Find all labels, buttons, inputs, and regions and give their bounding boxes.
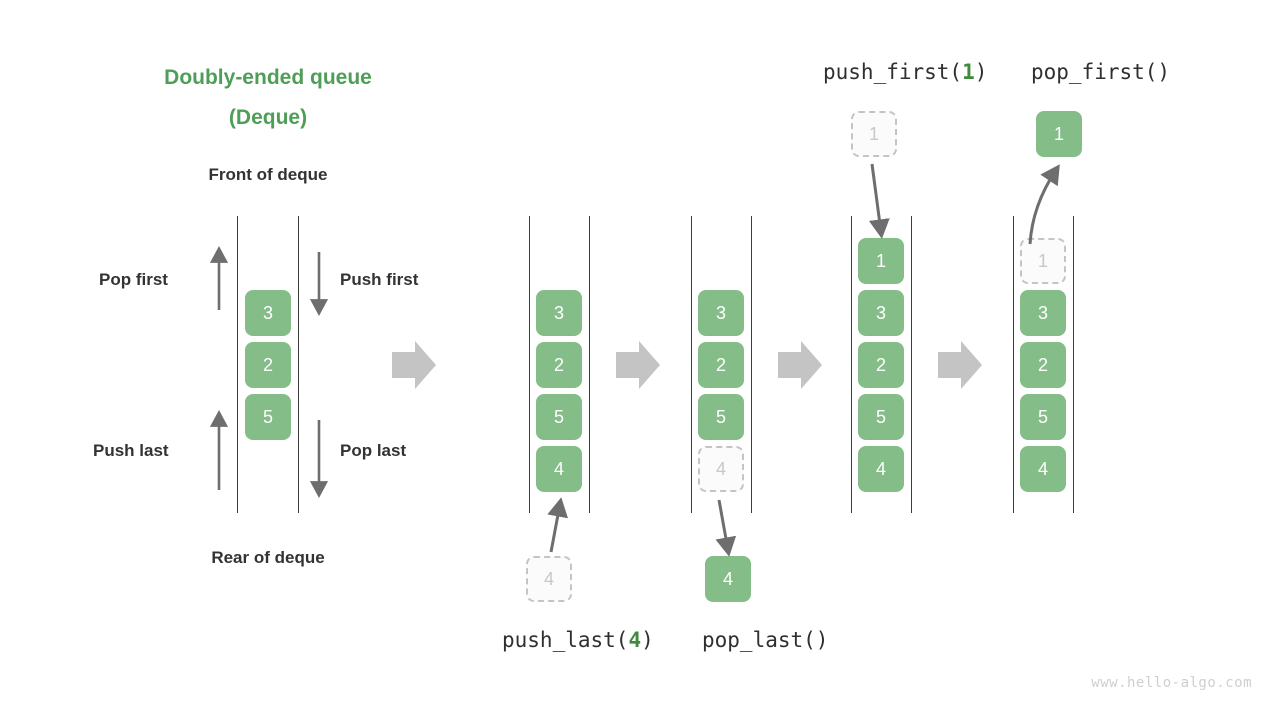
deque-cell: 5 — [858, 394, 904, 440]
deque-cell: 3 — [858, 290, 904, 336]
deque-rail-right — [298, 216, 299, 513]
deque-cell: 2 — [1020, 342, 1066, 388]
diagram-title-line1: Doubly-ended queue — [164, 66, 372, 89]
pop-first-label: Pop first — [99, 270, 168, 289]
push-last-operation-label: push_last(4) — [502, 628, 654, 652]
deque-cell: 1 — [858, 238, 904, 284]
deque-cell: 3 — [245, 290, 291, 336]
push-first-flow-arrow — [868, 163, 890, 239]
pop-last-result-cell: 4 — [705, 556, 751, 602]
deque-rail-left — [529, 216, 530, 513]
deque-cell: 3 — [536, 290, 582, 336]
push-last-op-close: ) — [641, 628, 654, 652]
front-of-deque-label: Front of deque — [208, 165, 328, 184]
deque-cell: 4 — [858, 446, 904, 492]
pop-last-label: Pop last — [340, 441, 407, 460]
deque-cell: 4 — [536, 446, 582, 492]
rear-of-deque-label: Rear of deque — [211, 548, 325, 567]
deque-rail-left — [237, 216, 238, 513]
deque-rail-right — [751, 216, 752, 513]
deque-cell: 2 — [698, 342, 744, 388]
push-last-source-cell: 4 — [526, 556, 572, 602]
deque-cell: 5 — [536, 394, 582, 440]
push-first-source-cell: 1 — [851, 111, 897, 157]
pop-first-operation-label: pop_first() — [1031, 60, 1170, 84]
deque-cell: 3 — [698, 290, 744, 336]
deque-cell: 2 — [245, 342, 291, 388]
deque-rail-right — [589, 216, 590, 513]
push-last-op-arg: 4 — [628, 628, 642, 652]
transition-arrow-1 — [392, 341, 436, 389]
pop-first-flow-arrow — [1028, 164, 1060, 245]
deque-cell: 4 — [1020, 446, 1066, 492]
deque-cell: 5 — [245, 394, 291, 440]
push-first-op-close: ) — [974, 60, 988, 84]
deque-cell: 2 — [536, 342, 582, 388]
push-first-operation-label: push_first(1) — [823, 60, 987, 84]
deque-cell: 5 — [1020, 394, 1066, 440]
deque-rail-left — [851, 216, 852, 513]
push-first-op-name: push_first( — [823, 60, 963, 84]
transition-arrow-2 — [616, 341, 660, 389]
push-first-label: Push first — [340, 270, 419, 289]
deque-rail-right — [911, 216, 912, 513]
pop-first-result-cell: 1 — [1036, 111, 1082, 157]
pop-last-op-name: pop_last() — [702, 628, 829, 652]
push-first-op-arg: 1 — [962, 60, 975, 84]
deque-cell: 2 — [858, 342, 904, 388]
deque-rail-left — [1013, 216, 1014, 513]
deque-rail-left — [691, 216, 692, 513]
deque-cell: 3 — [1020, 290, 1066, 336]
push-last-label: Push last — [93, 441, 169, 460]
deque-rail-right — [1073, 216, 1074, 513]
diagram-title-line2: (Deque) — [228, 106, 308, 129]
pop-last-flow-arrow — [715, 499, 737, 557]
transition-arrow-3 — [778, 341, 822, 389]
pop-first-op-name: pop_first() — [1031, 60, 1171, 84]
watermark: www.hello-algo.com — [1091, 675, 1252, 691]
pop-last-operation-label: pop_last() — [702, 628, 828, 652]
push-last-flow-arrow — [547, 497, 568, 553]
deque-cell-ghost: 1 — [1020, 238, 1066, 284]
deque-cell: 5 — [698, 394, 744, 440]
transition-arrow-4 — [938, 341, 982, 389]
deque-cell-ghost: 4 — [698, 446, 744, 492]
push-last-op-name: push_last( — [502, 628, 629, 652]
